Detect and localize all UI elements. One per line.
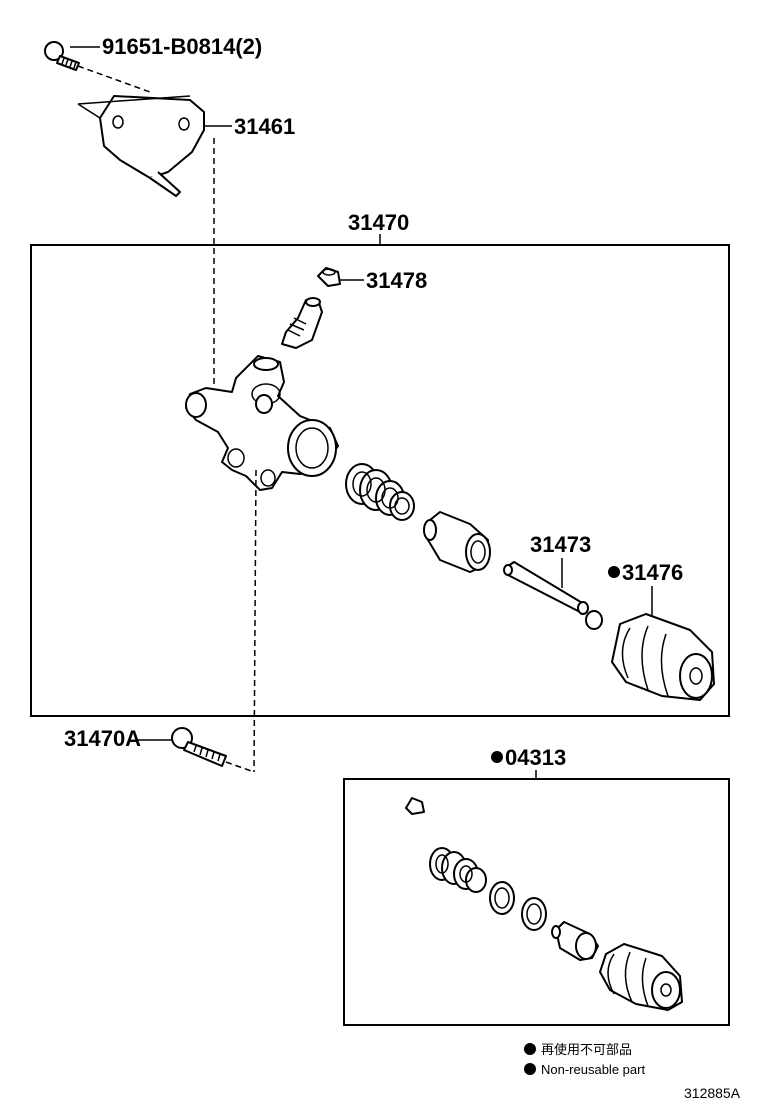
bleeder-cap-part bbox=[317, 267, 341, 287]
label-bolt-bottom: 31470A bbox=[64, 726, 141, 751]
push-rod-part bbox=[503, 561, 603, 630]
dash-bolt-top bbox=[77, 65, 151, 93]
kit-box bbox=[343, 778, 730, 1026]
label-push-rod: 31473 bbox=[530, 532, 591, 557]
reference-code: 312885A bbox=[684, 1085, 741, 1101]
boot-part bbox=[611, 613, 715, 701]
dash-bolt-bottom bbox=[253, 469, 257, 773]
label-boot: 31476 bbox=[622, 560, 683, 585]
label-bleeder-cap: 31478 bbox=[366, 268, 427, 293]
cylinder-body-part bbox=[185, 355, 339, 491]
kit-bleeder-cap-part bbox=[405, 797, 425, 815]
dash-bolt-bottom-2 bbox=[225, 761, 255, 773]
non-reusable-dot-kit bbox=[491, 751, 503, 763]
bolt-bottom-part bbox=[171, 727, 227, 767]
label-assembly: 31470 bbox=[348, 210, 409, 235]
legend-line-1: 再使用不可部品 bbox=[541, 1042, 632, 1057]
piston-spring-part bbox=[345, 463, 415, 521]
legend-line-2: Non-reusable part bbox=[541, 1062, 645, 1077]
kit-ring-2-part bbox=[521, 897, 547, 931]
label-bolt-top: 91651-B0814(2) bbox=[102, 34, 262, 59]
legend-dot-2 bbox=[524, 1063, 536, 1075]
kit-cup-spring-part bbox=[429, 847, 487, 893]
kit-boot-part bbox=[599, 943, 683, 1011]
kit-piston-part bbox=[551, 921, 599, 961]
label-kit: 04313 bbox=[505, 745, 566, 770]
legend-dot-1 bbox=[524, 1043, 536, 1055]
label-bracket: 31461 bbox=[234, 114, 295, 139]
piston-part bbox=[423, 511, 491, 573]
assembly-box bbox=[30, 244, 730, 717]
bolt-top-part bbox=[44, 41, 80, 71]
bracket-part bbox=[77, 95, 205, 197]
non-reusable-dot-boot bbox=[608, 566, 620, 578]
kit-ring-1-part bbox=[489, 881, 515, 915]
bleeder-screw-part bbox=[281, 297, 323, 349]
